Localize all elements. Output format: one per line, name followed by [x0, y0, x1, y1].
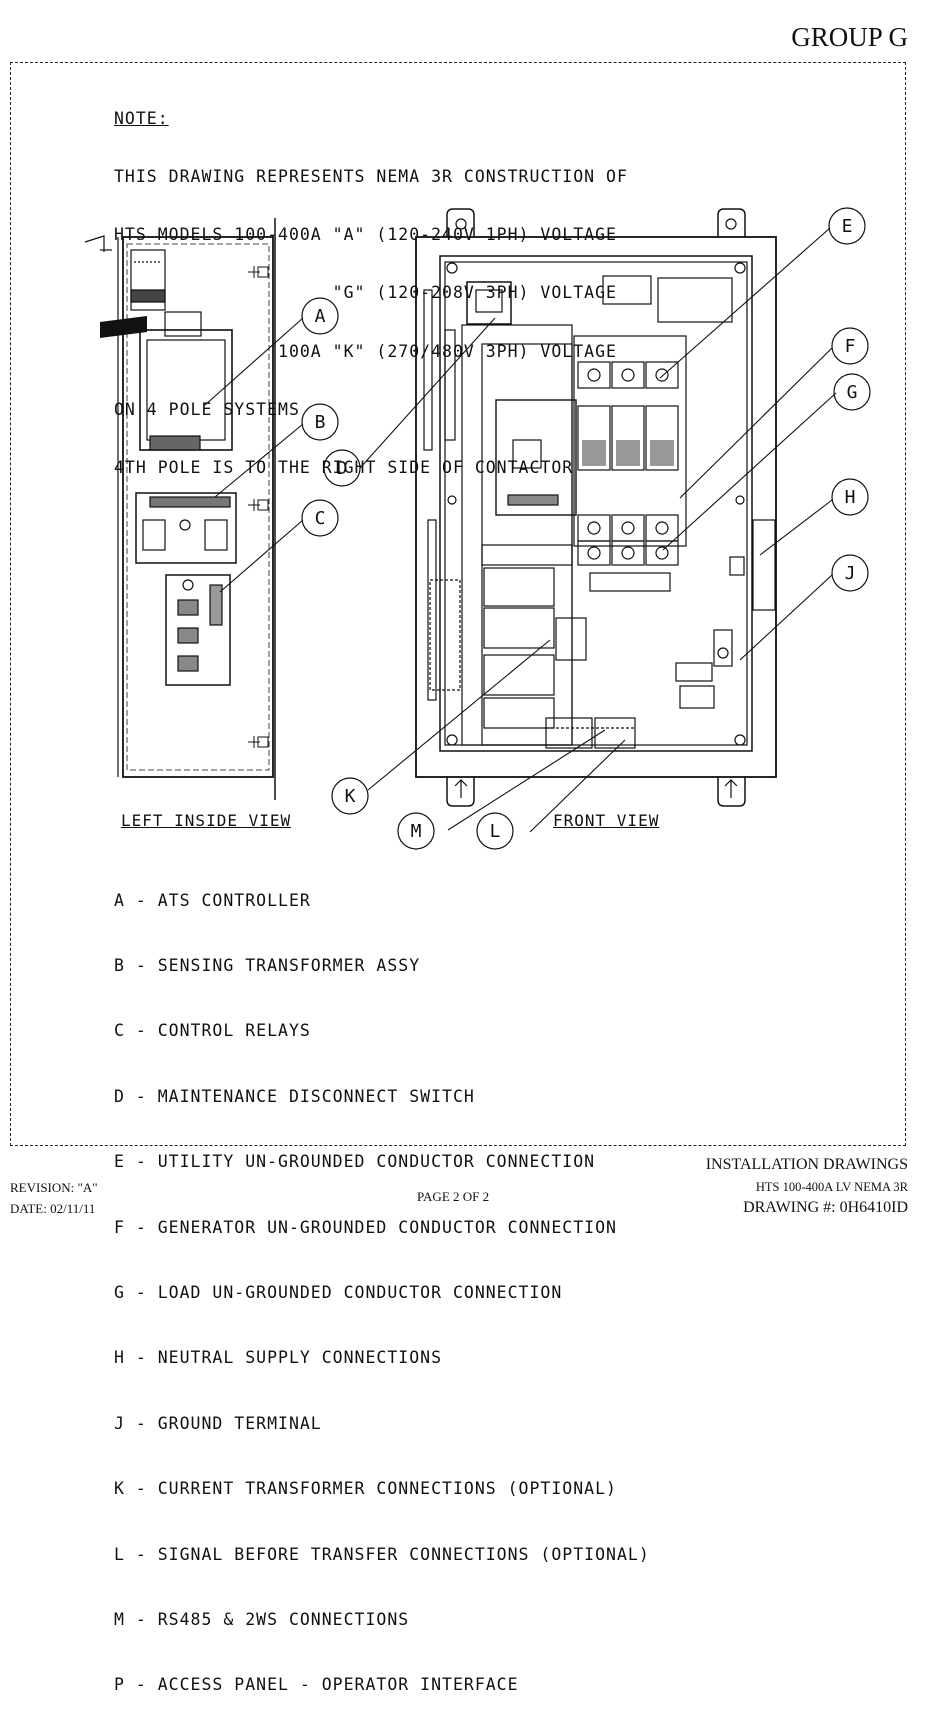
revision-label: REVISION: "A"	[10, 1180, 98, 1195]
front-view	[415, 208, 777, 807]
page-number: PAGE 2 OF 2	[417, 1189, 490, 1204]
callout-label-e: E	[842, 216, 853, 237]
note-line: THIS DRAWING REPRESENTS NEMA 3R CONSTRUC…	[114, 167, 628, 187]
legend-item: F - GENERATOR UN-GROUNDED CONDUCTOR CONN…	[114, 1217, 617, 1237]
legend-item: J - GROUND TERMINAL	[114, 1413, 322, 1433]
callout-m	[397, 812, 435, 850]
legend-item: A - ATS CONTROLLER	[114, 890, 311, 910]
callout-j	[831, 554, 869, 592]
callout-d	[323, 449, 361, 487]
callout-g	[833, 373, 871, 411]
legend-item: G - LOAD UN-GROUNDED CONDUCTOR CONNECTIO…	[114, 1282, 563, 1302]
left-inside-view	[84, 218, 276, 800]
legend-item: E - UTILITY UN-GROUNDED CONDUCTOR CONNEC…	[114, 1152, 596, 1172]
callout-label-l: L	[490, 821, 501, 842]
callout-label-h: H	[845, 487, 856, 508]
callout-label-d: D	[337, 458, 348, 479]
legend-item: H - NEUTRAL SUPPLY CONNECTIONS	[114, 1348, 443, 1368]
group-label: GROUP G	[791, 22, 908, 52]
callout-bubbles	[301, 207, 871, 850]
legend-item: B - SENSING TRANSFORMER ASSY	[114, 955, 421, 975]
callout-leaders	[204, 227, 837, 833]
note-block: NOTE: THIS DRAWING REPRESENTS NEMA 3R CO…	[114, 70, 628, 497]
front-view-title: FRONT VIEW	[553, 811, 660, 830]
enclosure-drawing: A B C D E F G H J K M L	[84, 207, 871, 850]
callout-l	[476, 812, 514, 850]
callout-label-f: F	[845, 336, 856, 357]
drawing-title: INSTALLATION DRAWINGS	[705, 1156, 908, 1173]
legend-item: C - CONTROL RELAYS	[114, 1021, 311, 1041]
callout-label-b: B	[315, 412, 326, 433]
callout-label-c: C	[315, 508, 326, 529]
model-label: HTS 100-400A LV NEMA 3R	[755, 1180, 908, 1194]
legend-item: P - ACCESS PANEL - OPERATOR INTERFACE	[114, 1675, 519, 1695]
drawing-number: DRAWING #: 0H6410ID	[743, 1199, 908, 1216]
callout-k	[331, 777, 369, 815]
callout-h	[831, 478, 869, 516]
legend-item: M - RS485 & 2WS CONNECTIONS	[114, 1609, 410, 1629]
note-line: HTS MODELS 100-400A "A" (120-240V 1PH) V…	[114, 225, 617, 245]
callout-b	[301, 403, 339, 441]
callout-label-k: K	[345, 786, 356, 807]
date-label: DATE: 02/11/11	[10, 1201, 96, 1216]
callout-label-a: A	[315, 306, 326, 327]
callout-c	[301, 499, 339, 537]
note-title: NOTE:	[114, 108, 169, 128]
legend-list: A - ATS CONTROLLER B - SENSING TRANSFORM…	[114, 846, 650, 1718]
legend-item: K - CURRENT TRANSFORMER CONNECTIONS (OPT…	[114, 1479, 617, 1499]
callout-label-j: J	[845, 563, 856, 584]
note-line: ON 4 POLE SYSTEMS	[114, 399, 300, 419]
left-inside-view-title: LEFT INSIDE VIEW	[121, 811, 292, 830]
callout-label-m: M	[411, 821, 422, 842]
note-line: "G" (120-208V 3PH) VOLTAGE	[114, 283, 617, 303]
callout-a	[301, 297, 339, 335]
callout-f	[831, 327, 869, 365]
drawing-frame	[10, 62, 906, 1146]
callout-e	[828, 207, 866, 245]
legend-item: L - SIGNAL BEFORE TRANSFER CONNECTIONS (…	[114, 1544, 650, 1564]
legend-item: D - MAINTENANCE DISCONNECT SWITCH	[114, 1086, 475, 1106]
callout-label-g: G	[847, 382, 858, 403]
note-line: 100A "K" (270/480V 3PH) VOLTAGE	[114, 341, 617, 361]
